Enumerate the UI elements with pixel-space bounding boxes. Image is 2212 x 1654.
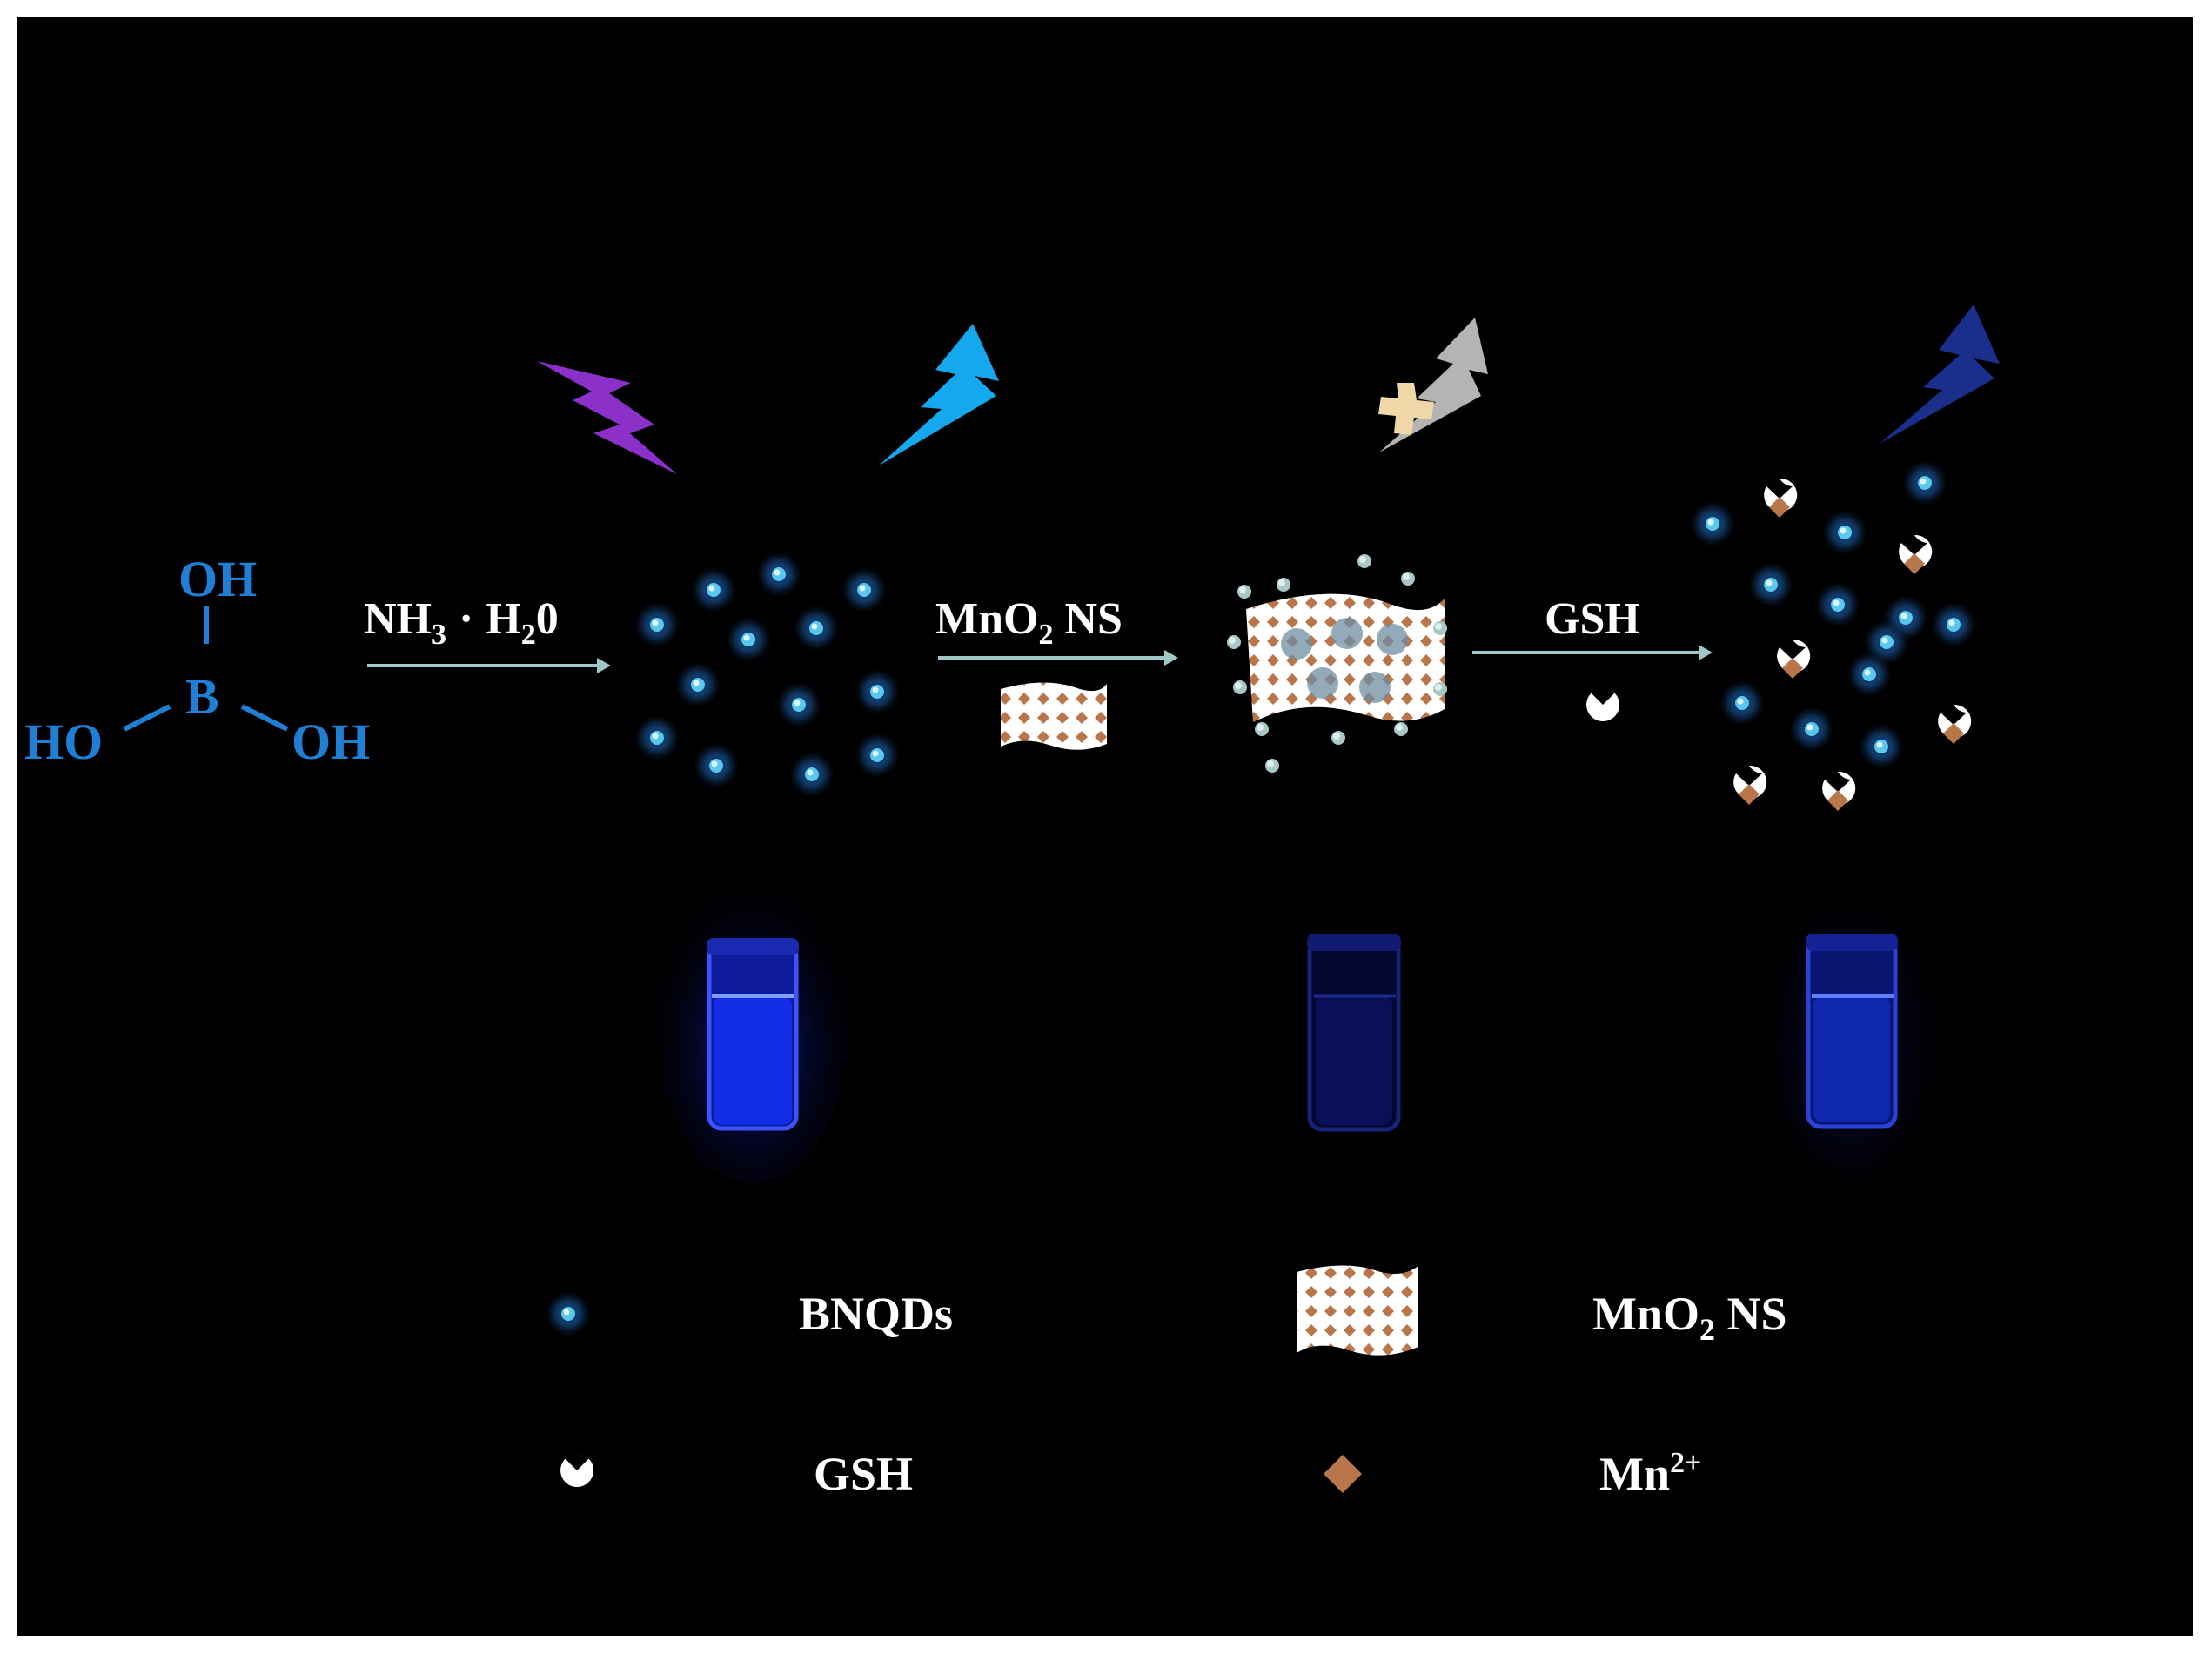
boric-acid-molecule: OH B HO OH — [24, 551, 370, 770]
legend: BNQDs MnO2 NS GSH Mn2+ — [546, 1265, 1787, 1500]
vial-quenched-dark — [1307, 934, 1401, 1132]
arrow-3-head — [1699, 645, 1713, 660]
arrow-2-head — [1164, 650, 1178, 666]
reaction-arrow-2: MnO2 NS — [935, 594, 1178, 750]
quench-cross-icon — [1378, 383, 1434, 435]
reaction-arrow-3: GSH — [1472, 594, 1713, 721]
reagent-mno2-label: MnO2 NS — [935, 594, 1123, 651]
molecule-oh-right: OH — [292, 713, 370, 770]
mno2-nanosheet-large — [1246, 593, 1445, 722]
vial-recovered — [1768, 896, 1934, 1175]
molecule-boron: B — [185, 668, 219, 725]
quenched-flash-gray — [1379, 318, 1488, 452]
vial-bnqds-bright — [657, 887, 848, 1183]
legend-mn-ion-label: Mn2+ — [1599, 1447, 1701, 1500]
molecule-ho-left: HO — [24, 713, 103, 770]
diagram-background — [17, 17, 2193, 1636]
reagent-gsh-label: GSH — [1545, 594, 1640, 644]
reaction-arrow-1: NH3·H20 — [364, 594, 611, 673]
legend-mno2-label: MnO2 NS — [1592, 1288, 1787, 1347]
reagent-ammonia-label: NH3·H20 — [364, 594, 559, 651]
mno2-bnqd-complex — [1227, 554, 1447, 773]
emission-flash-cyan — [879, 324, 999, 465]
bond-left — [123, 704, 171, 732]
molecule-oh-top: OH — [178, 551, 257, 607]
mno2-nanosheet-small — [1001, 682, 1107, 750]
bond-right — [240, 704, 289, 732]
legend-bnqds-label: BNQDs — [799, 1288, 953, 1340]
arrow-1-head — [597, 658, 611, 673]
legend-mno2-icon — [1297, 1265, 1418, 1356]
legend-gsh-label: GSH — [814, 1448, 913, 1500]
recovered-flash-navy — [1880, 305, 2000, 444]
legend-bnqd-icon — [546, 1291, 591, 1336]
excitation-flash-violet — [537, 361, 677, 474]
legend-mn-ion-icon — [1324, 1455, 1362, 1493]
